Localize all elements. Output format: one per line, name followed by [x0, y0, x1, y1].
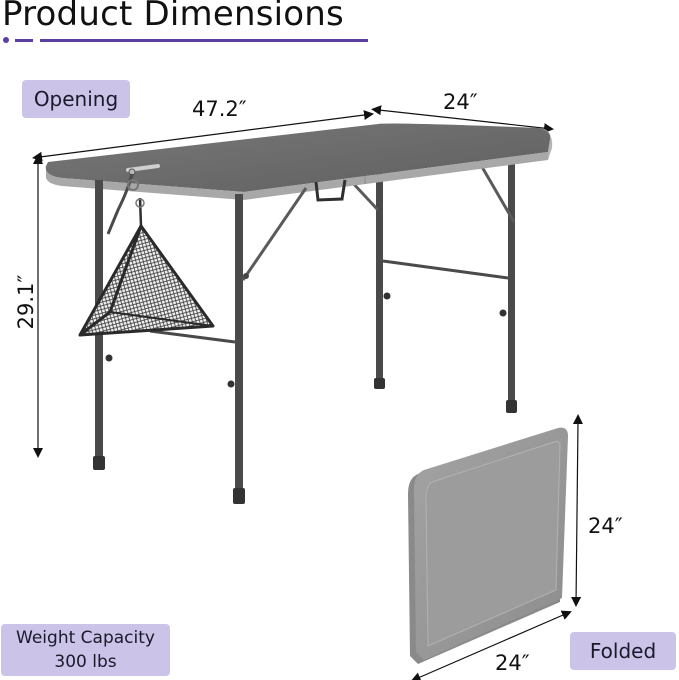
underline-line	[40, 39, 368, 42]
open-width-label: 24″	[443, 90, 478, 114]
folded-table	[408, 427, 568, 664]
folded-width-arrow	[410, 610, 572, 680]
open-height-label: 29.1″	[14, 274, 38, 330]
back-legs	[348, 158, 517, 413]
opening-tag: Opening	[22, 80, 130, 118]
front-legs	[93, 173, 308, 504]
title-underline	[0, 36, 380, 44]
length-arrow	[32, 110, 374, 162]
width-arrow	[371, 105, 554, 134]
mesh-basket-icon	[78, 197, 215, 337]
weight-capacity-title: Weight Capacity	[16, 628, 155, 648]
open-length-label: 47.2″	[192, 97, 247, 121]
folded-width-label: 24″	[495, 651, 530, 675]
folded-tag: Folded	[570, 632, 676, 670]
weight-capacity-value: 300 lbs	[54, 652, 117, 672]
folded-height-arrow	[571, 414, 583, 607]
underline-dot	[3, 37, 9, 43]
carry-handle-icon	[314, 179, 347, 202]
table-top	[45, 123, 553, 200]
page-title: Product Dimensions	[2, 0, 344, 34]
underline-dash	[15, 39, 33, 42]
weight-capacity-tag: Weight Capacity 300 lbs	[1, 624, 170, 676]
folded-height-label: 24″	[588, 514, 623, 538]
